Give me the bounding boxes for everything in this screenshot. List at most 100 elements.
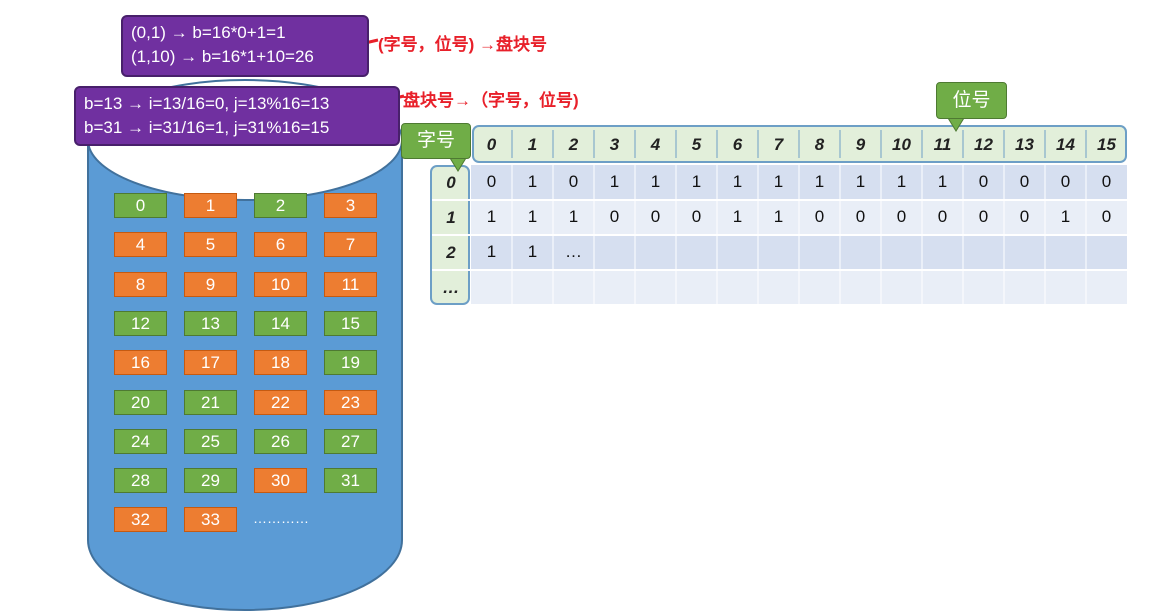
bitmap-cell: 0 — [814, 207, 825, 226]
disk-block-11: 11 — [324, 271, 377, 297]
callout-line: b=13 → i=13/16=0, j=13%16=13 — [84, 94, 330, 113]
bitmap-cell: 0 — [978, 207, 989, 226]
callout-line: (0,1) → b=16*0+1=1 — [131, 23, 286, 42]
bitmap-cell: 1 — [773, 172, 784, 191]
disk-block-13: 13 — [184, 310, 237, 336]
bitmap-cell: 0 — [1019, 172, 1030, 191]
disk-block-22: 22 — [254, 389, 307, 415]
column-header-13: 13 — [1015, 135, 1034, 154]
column-header-4: 4 — [650, 135, 661, 154]
bitmap-cell: 1 — [650, 172, 661, 191]
disk-block-2: 2 — [254, 193, 307, 218]
disk-block-21: 21 — [184, 389, 237, 415]
column-header-10: 10 — [892, 135, 911, 154]
bitmap-cell: 0 — [1101, 172, 1112, 191]
column-header-2: 2 — [568, 135, 579, 154]
column-header-1: 1 — [527, 135, 538, 154]
bitmap-cell: 0 — [650, 207, 661, 226]
bitmap-cell: 0 — [1060, 172, 1071, 191]
disk-block-12: 12 — [114, 310, 167, 336]
disk-block-30: 30 — [254, 468, 307, 494]
disk-block-20: 20 — [114, 389, 167, 415]
bitmap-cell: 1 — [527, 207, 538, 226]
bitmap-cell: 1 — [691, 172, 702, 191]
bitmap-cell: 0 — [486, 172, 497, 191]
bitmap-cell: 1 — [855, 172, 866, 191]
disk-block-26: 26 — [254, 428, 307, 454]
disk-block-4: 4 — [114, 232, 167, 258]
bitmap-cell: 1 — [1060, 207, 1071, 226]
column-header-8: 8 — [814, 135, 825, 154]
row-header-3: … — [442, 278, 460, 297]
column-header-12: 12 — [974, 135, 993, 154]
bitmap-cell: 0 — [691, 207, 702, 226]
bitmap-cell: 0 — [978, 172, 989, 191]
disk-block-9: 9 — [184, 271, 237, 297]
callout-position-to-block: (0,1) → b=16*0+1=1 (1,10) → b=16*1+10=26 — [121, 15, 369, 77]
word-number-tag: 字号 — [401, 123, 471, 159]
callout-block-to-position: b=13 → i=13/16=0, j=13%16=13 b=31 → i=31… — [74, 86, 400, 146]
bitmap-cell: 1 — [732, 172, 743, 191]
disk-block-14: 14 — [254, 310, 307, 336]
column-header-11: 11 — [933, 135, 952, 154]
bitmap-cell: 1 — [527, 172, 538, 191]
bitmap-grid-lines — [432, 130, 1127, 304]
bitmap-cell: 0 — [568, 172, 579, 191]
disk-block-6: 6 — [254, 232, 307, 258]
bitmap-cell: 0 — [1019, 207, 1030, 226]
column-header-14: 14 — [1056, 135, 1075, 154]
disk-block-29: 29 — [184, 468, 237, 494]
bitmap-cell: 1 — [486, 242, 497, 261]
disk-block-10: 10 — [254, 271, 307, 297]
bitmap-cell: 0 — [1101, 207, 1112, 226]
column-header-3: 3 — [609, 135, 620, 154]
bitmap-cell: 0 — [937, 207, 948, 226]
bit-number-tag: 位号 — [936, 82, 1007, 119]
bitmap-cell: 1 — [896, 172, 907, 191]
disk-block-0: 0 — [114, 193, 167, 218]
callout-line: b=31 → i=31/16=1, j=31%16=15 — [84, 118, 330, 137]
disk-block-25: 25 — [184, 428, 237, 454]
disk-block-8: 8 — [114, 271, 167, 297]
disk-block-1: 1 — [184, 193, 237, 218]
disk-block-3: 3 — [324, 193, 377, 218]
disk-block-33: 33 — [184, 507, 237, 533]
bitmap-cell: 1 — [937, 172, 948, 191]
disk-block-16: 16 — [114, 350, 167, 376]
disk-block-32: 32 — [114, 507, 167, 533]
disk-block-19: 19 — [324, 350, 377, 376]
disk-block-7: 7 — [324, 232, 377, 258]
disk-block-28: 28 — [114, 468, 167, 494]
disk-block-27: 27 — [324, 428, 377, 454]
bitmap-cell: 1 — [568, 207, 579, 226]
column-header-6: 6 — [732, 135, 743, 154]
bitmap-cell: 1 — [609, 172, 620, 191]
disk-block-23: 23 — [324, 389, 377, 415]
column-header-7: 7 — [773, 135, 784, 154]
more-blocks-ellipsis: ………… — [253, 510, 309, 526]
bitmap-cell: 0 — [896, 207, 907, 226]
bitmap-cell: 1 — [732, 207, 743, 226]
column-header-15: 15 — [1097, 135, 1116, 154]
disk-block-5: 5 — [184, 232, 237, 258]
disk-block-24: 24 — [114, 428, 167, 454]
row-header-2: 2 — [446, 243, 456, 262]
bitmap-cell: 1 — [773, 207, 784, 226]
label-block-to-position: 盘块号→（字号，位号) — [403, 91, 579, 110]
bitmap-cell: 1 — [486, 207, 497, 226]
column-header-0: 0 — [486, 135, 497, 154]
bitmap-cell: 1 — [527, 242, 538, 261]
row-header-0: 0 — [446, 173, 456, 192]
disk-block-31: 31 — [324, 468, 377, 494]
label-position-to-block: (字号，位号) →盘块号 — [378, 35, 548, 54]
bitmap-cell: 1 — [814, 172, 825, 191]
disk-block-17: 17 — [184, 350, 237, 376]
column-header-5: 5 — [691, 135, 702, 154]
callout-line: (1,10) → b=16*1+10=26 — [131, 47, 314, 66]
bitmap-cell: … — [565, 242, 582, 261]
row-header-1: 1 — [446, 208, 456, 227]
disk-block-15: 15 — [324, 310, 377, 336]
bitmap-cell: 0 — [855, 207, 866, 226]
column-header-9: 9 — [855, 135, 866, 154]
disk-block-18: 18 — [254, 350, 307, 376]
